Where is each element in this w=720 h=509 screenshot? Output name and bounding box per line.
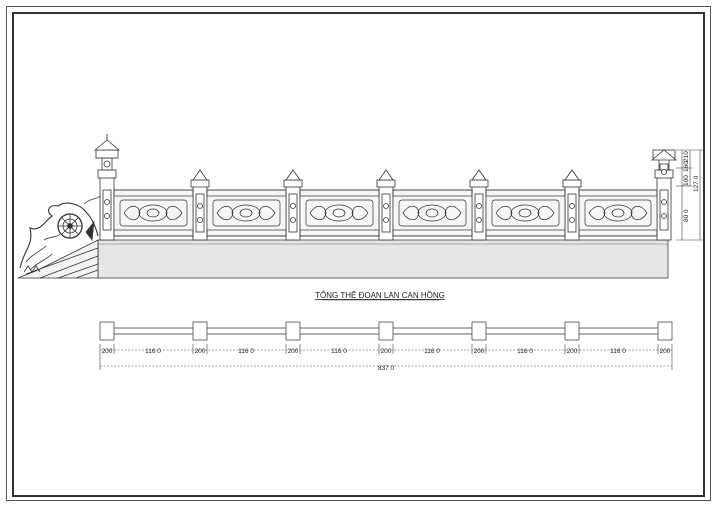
seg-dim-1: 200 [102, 348, 113, 355]
panel-3 [299, 189, 380, 237]
drawing-title: TỔNG THỂ ĐOẠN LAN CAN HỒNG [315, 290, 445, 300]
railing-base [97, 239, 669, 279]
panel-5 [485, 189, 566, 237]
seg-dim-11: 200 [567, 348, 578, 355]
seg-dim-13: 200 [660, 348, 671, 355]
seg-dim-3: 200 [195, 348, 206, 355]
panel-2 [206, 189, 287, 237]
panel-4 [392, 189, 473, 237]
middle-post-3 [376, 169, 396, 241]
seg-dim-7: 200 [381, 348, 392, 355]
drawing-border [12, 12, 705, 497]
dim-top-a: 100 [683, 175, 690, 186]
left-end-post [93, 134, 121, 241]
railing-panels [113, 189, 658, 237]
seg-dim-12: 116 0 [610, 348, 626, 355]
right-end-post [650, 149, 678, 241]
total-length-dim: 837 0 [378, 365, 395, 372]
seg-dim-5: 200 [288, 348, 299, 355]
dim-top-c: 210 [683, 151, 690, 162]
seg-dim-2: 116 0 [145, 348, 161, 355]
panel-1 [113, 189, 194, 237]
plan-view [99, 321, 673, 341]
seg-dim-8: 116 0 [424, 348, 440, 355]
dim-top-b: 160 [683, 161, 690, 172]
dim-panel-height: 80 0 [683, 209, 690, 222]
plan-dimension-lines [100, 349, 672, 367]
seg-dim-6: 116 0 [331, 348, 347, 355]
height-dimensions [676, 149, 704, 241]
railing-posts [93, 134, 678, 241]
dim-total-height: 127 0 [693, 175, 700, 192]
panel-6 [578, 189, 658, 237]
seg-dim-9: 200 [474, 348, 485, 355]
seg-dim-4: 116 0 [238, 348, 254, 355]
dragon-ornament [17, 195, 101, 279]
middle-post-5 [562, 169, 582, 241]
middle-post-1 [190, 169, 210, 241]
middle-post-2 [283, 169, 303, 241]
seg-dim-10: 116 0 [517, 348, 533, 355]
middle-post-4 [469, 169, 489, 241]
outer-border [6, 6, 711, 501]
